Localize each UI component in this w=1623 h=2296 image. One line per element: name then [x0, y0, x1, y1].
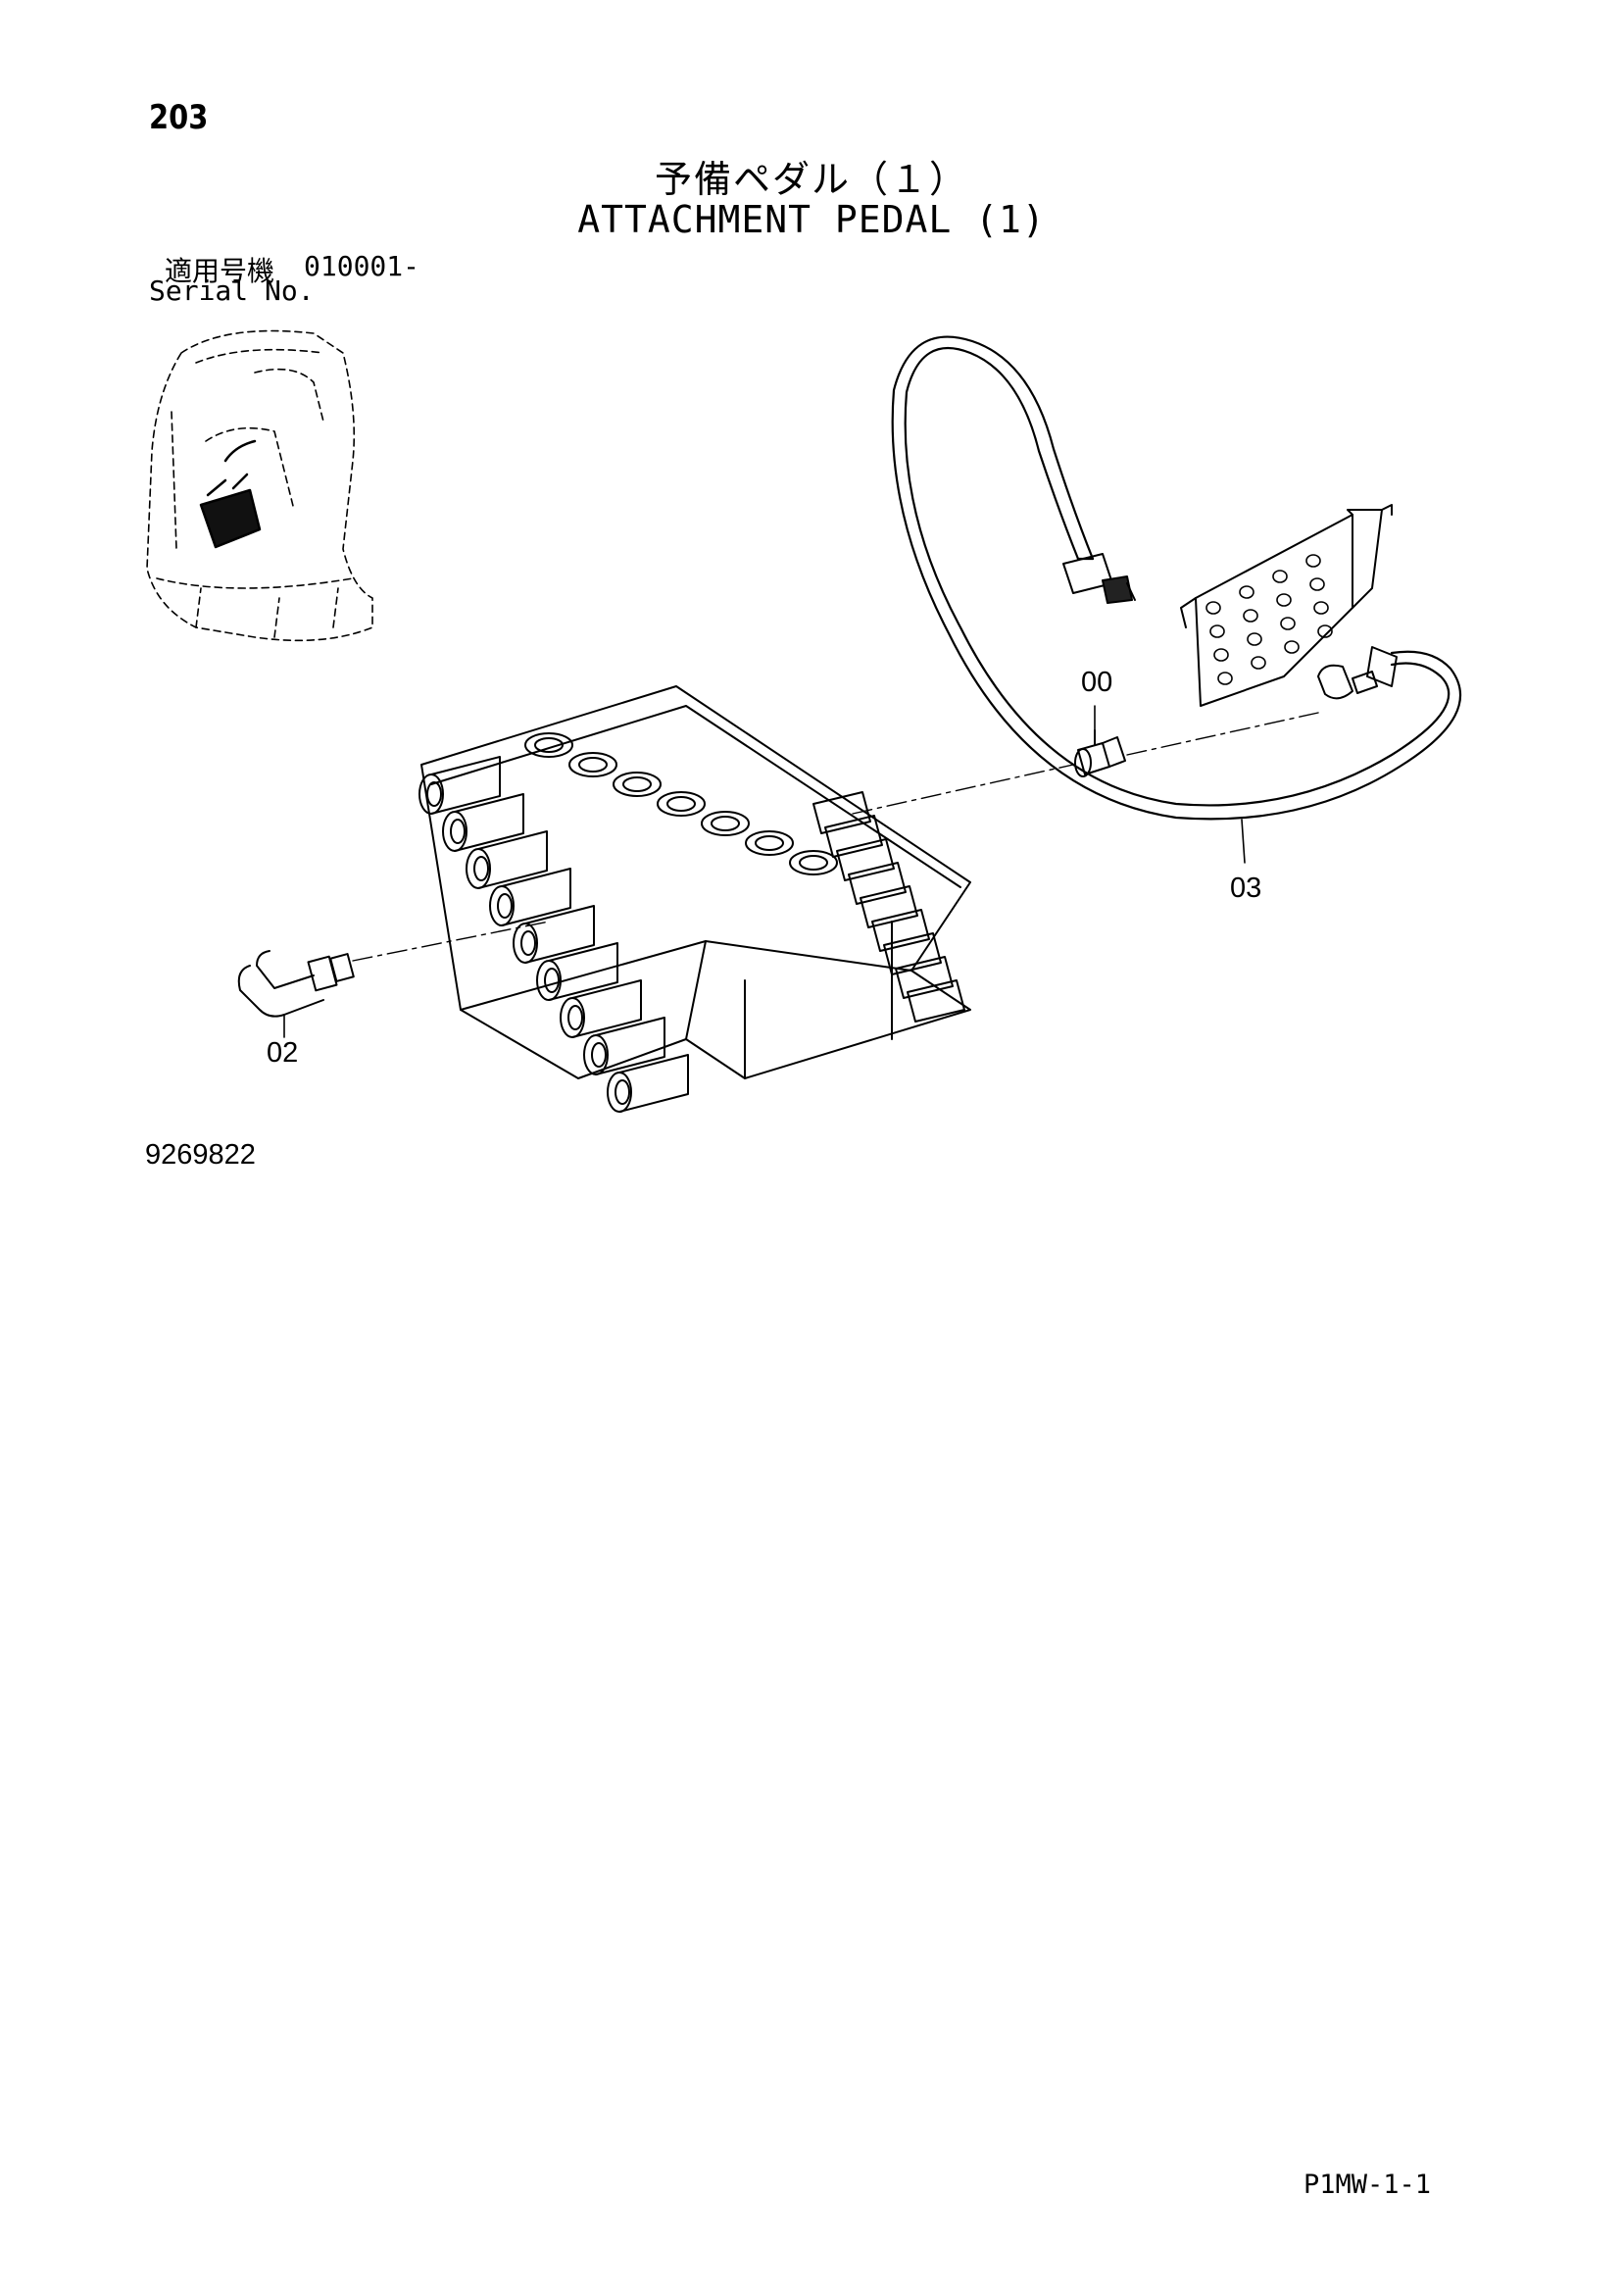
- spool-section-right: [907, 979, 965, 1023]
- page-code: P1MW-1-1: [1303, 2170, 1432, 2200]
- bracket-hole: [1247, 632, 1262, 646]
- spool-section: [442, 793, 524, 852]
- callout-02: 02: [267, 1037, 299, 1069]
- bracket-hole: [1217, 672, 1233, 685]
- drawing-number: 9269822: [145, 1139, 256, 1171]
- title-japanese: 予備ペダル（１）: [654, 158, 968, 201]
- serial-label-english: Serial No.: [149, 275, 315, 307]
- bracket-hole: [1309, 577, 1325, 591]
- valve-port: [745, 830, 794, 856]
- hose-end-fitting-upper: [1062, 553, 1136, 604]
- bracket-hole: [1251, 656, 1266, 670]
- hose-03: [891, 335, 1462, 821]
- leader-03: [1241, 819, 1246, 864]
- bracket-hole: [1205, 601, 1221, 615]
- hose-end-fitting-lower: [1317, 646, 1398, 700]
- bracket-hole: [1305, 554, 1321, 568]
- spool-section-right: [836, 838, 895, 881]
- spool-section-right: [883, 932, 942, 975]
- pedal-bracket: [1180, 504, 1393, 707]
- elbow-fitting-02: [237, 950, 355, 1018]
- control-valve-body: [420, 685, 971, 1079]
- serial-range: 010001-: [304, 250, 420, 282]
- centerline-00: [852, 712, 1319, 815]
- spool-section: [489, 868, 571, 926]
- bracket-hole: [1317, 624, 1333, 638]
- spool-section-right: [895, 956, 954, 999]
- spool-section: [560, 979, 642, 1038]
- bracket-hole: [1313, 601, 1329, 615]
- valve-port: [568, 752, 617, 777]
- callout-00: 00: [1081, 667, 1113, 698]
- bracket-hole: [1239, 585, 1254, 599]
- page-number: 203: [149, 98, 209, 137]
- bracket-hole: [1276, 593, 1292, 607]
- valve-port: [524, 732, 573, 758]
- spool-section: [536, 942, 618, 1001]
- bracket-hole: [1213, 648, 1229, 662]
- valve-port: [613, 772, 662, 797]
- valve-ports: [524, 732, 838, 875]
- spool-section-right: [871, 909, 930, 952]
- centerline-02: [352, 921, 550, 962]
- valve-port: [701, 811, 750, 836]
- spool-section-right: [824, 815, 883, 858]
- spool-section-right: [860, 885, 918, 928]
- valve-spools: [418, 756, 965, 1113]
- bracket-hole: [1209, 624, 1225, 638]
- adapter-fitting-00: [1074, 729, 1126, 777]
- spool-section: [583, 1017, 665, 1075]
- bracket-hole: [1280, 617, 1296, 630]
- spool-section: [418, 756, 501, 815]
- serial-label-japanese: 適用号機: [165, 255, 275, 287]
- spool-section-right: [848, 862, 907, 905]
- title-english: ATTACHMENT PEDAL (1): [577, 198, 1046, 241]
- bracket-hole: [1284, 640, 1300, 654]
- callout-03: 03: [1230, 873, 1262, 904]
- valve-port: [657, 791, 706, 817]
- valve-port: [789, 850, 838, 875]
- spool-section: [607, 1054, 689, 1113]
- spool-section-right: [812, 791, 871, 834]
- spool-section: [466, 830, 548, 889]
- bracket-hole: [1272, 570, 1288, 583]
- bracket-hole: [1243, 609, 1258, 623]
- cab-pedal-highlight: [199, 439, 262, 549]
- spool-section: [513, 905, 595, 964]
- cab-locator-thumbnail: [146, 329, 373, 642]
